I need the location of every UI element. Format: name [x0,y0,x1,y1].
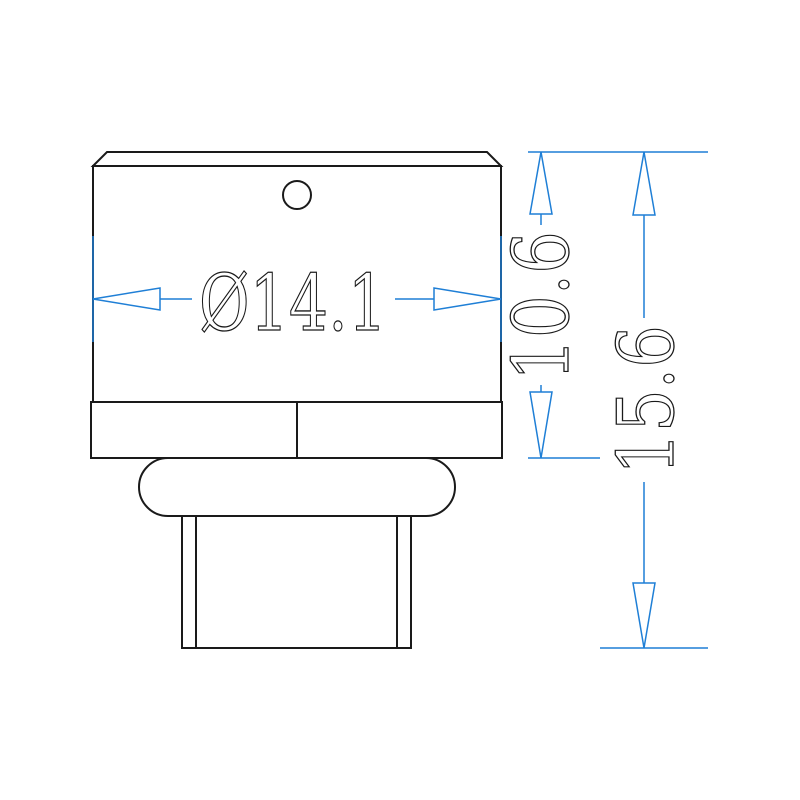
upper-height-dimension: 10.6 [496,151,708,459]
diameter-label: Ø14.1 [199,259,387,349]
diameter-arrow-left [92,287,161,311]
top-chamfer [90,151,504,167]
diameter-arrow-right [433,287,502,311]
total-height-dimension: 15.6 [600,151,708,649]
total-height-arrow-top [632,151,656,216]
upper-height-arrow-top [529,151,553,215]
total-height-label: 15.6 [602,325,692,475]
part-outline [90,151,504,649]
lower-spigot [181,515,412,649]
pin-hole [282,180,312,210]
o-ring [138,457,456,517]
diameter-dimension: Ø14.1 [92,236,502,350]
upper-height-label: 10.6 [497,231,587,381]
total-height-arrow-bottom [632,582,656,649]
upper-height-arrow-bottom [529,391,553,459]
